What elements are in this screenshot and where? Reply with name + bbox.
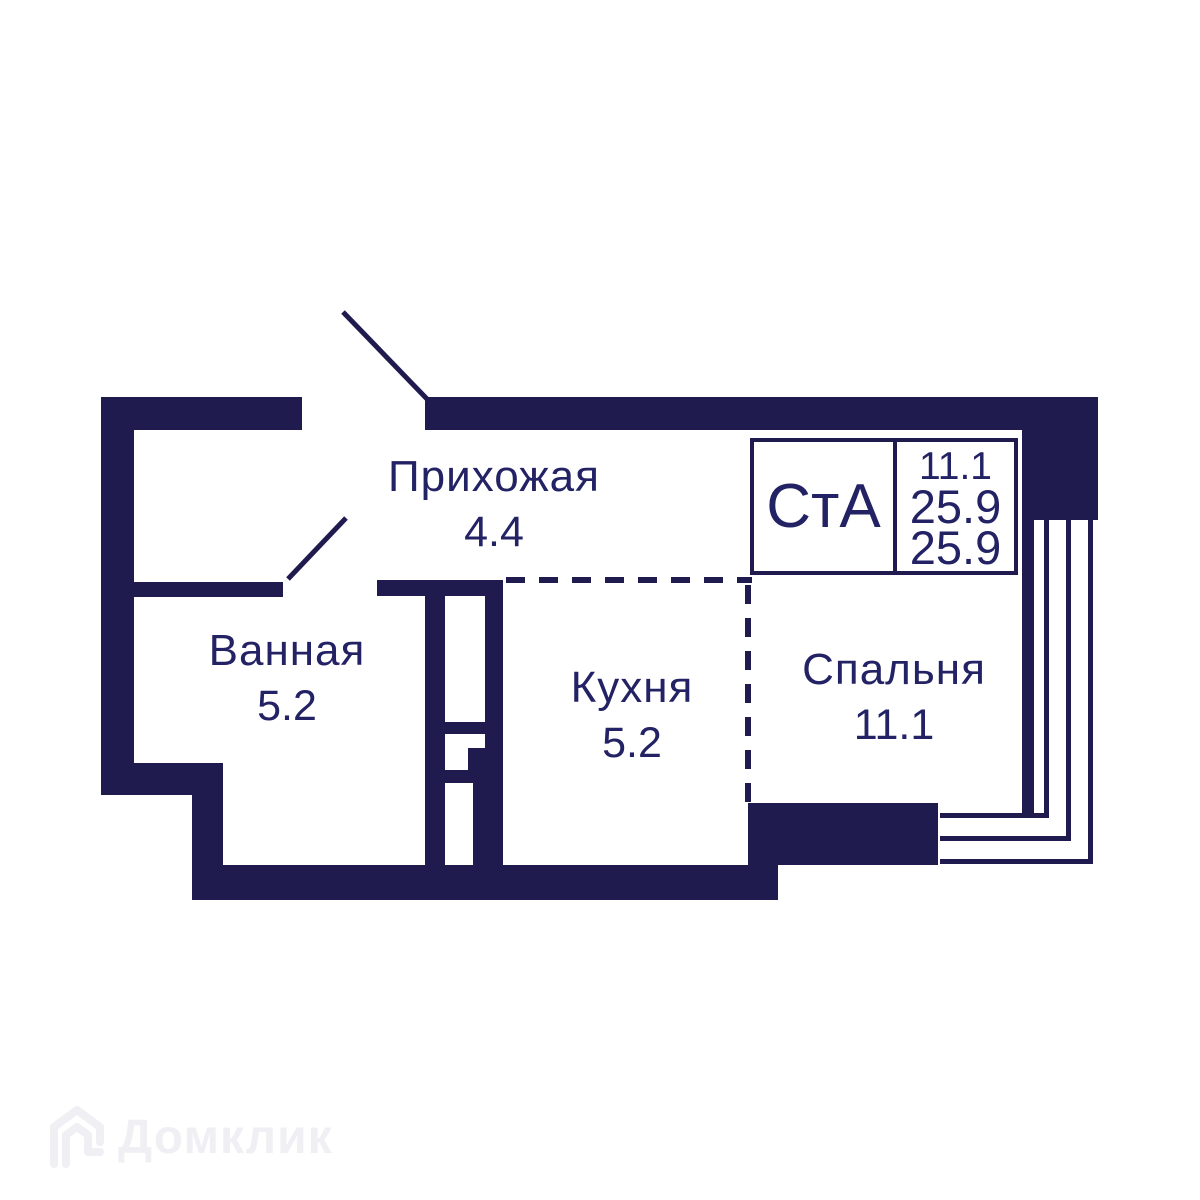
bathroom-door-leaf xyxy=(286,516,348,581)
apartment-info-box: СтА 11.1 25.9 25.9 xyxy=(750,438,1018,575)
block-top-right xyxy=(1033,397,1098,520)
room-area-bathroom: 5.2 xyxy=(257,682,317,730)
apartment-living-area: 25.9 xyxy=(909,480,1002,533)
wall-top-right xyxy=(425,397,1098,430)
balcony-line-outer xyxy=(940,520,1093,864)
wall-top-left xyxy=(101,397,302,430)
shaft-divider-lower xyxy=(445,770,485,783)
wall-jog-vertical xyxy=(192,795,223,870)
wall-jog-horizontal xyxy=(101,763,223,795)
balcony-line-middle xyxy=(940,520,1071,841)
domclick-house-icon xyxy=(50,1106,104,1168)
room-label-hallway: Прихожая 4.4 xyxy=(388,452,600,556)
room-label-kitchen: Кухня 5.2 xyxy=(570,663,694,767)
room-name-bedroom: Спальня xyxy=(802,645,986,694)
apartment-areas: 11.1 25.9 25.9 xyxy=(897,442,1014,571)
wall-bedroom-right xyxy=(1022,430,1034,815)
room-area-kitchen: 5.2 xyxy=(602,719,662,767)
shaft-notch xyxy=(468,748,485,770)
domclick-watermark: Домклик xyxy=(50,1106,333,1168)
wall-kitchen-left xyxy=(485,580,503,900)
domclick-brand-text: Домклик xyxy=(118,1110,333,1164)
shaft-left-bar xyxy=(425,582,445,900)
apartment-room-area: 11.1 xyxy=(918,445,992,488)
apartment-type-label: СтА xyxy=(754,442,897,571)
balcony-line-inner xyxy=(940,520,1049,818)
room-area-hallway: 4.4 xyxy=(464,508,524,556)
apartment-total-area: 25.9 xyxy=(909,521,1002,574)
band-bedroom-bottom xyxy=(748,803,938,865)
room-name-hallway: Прихожая xyxy=(388,452,600,501)
entrance-door-leaf xyxy=(341,310,429,401)
room-label-bathroom: Ванная 5.2 xyxy=(208,626,366,730)
room-name-kitchen: Кухня xyxy=(570,663,694,712)
room-label-bedroom: Спальня 11.1 xyxy=(802,645,986,749)
shaft-divider-upper xyxy=(445,722,485,734)
shaft-fill-bottom xyxy=(473,783,485,866)
room-area-bedroom: 11.1 xyxy=(853,701,935,749)
room-name-bathroom: Ванная xyxy=(208,626,366,675)
wall-bathroom-top xyxy=(110,582,283,597)
